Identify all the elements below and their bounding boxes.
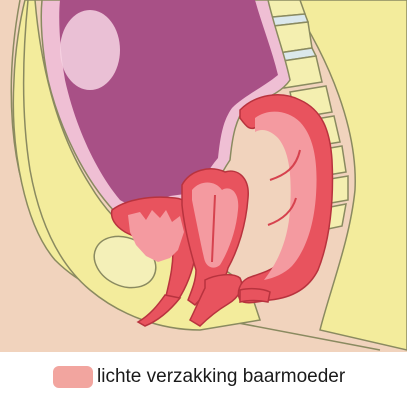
legend-label: lichte verzakking baarmoeder — [97, 366, 345, 388]
anal-canal — [240, 289, 270, 302]
bladder-highlight — [60, 10, 120, 90]
legend-swatch — [53, 366, 93, 388]
legend: lichte verzakking baarmoeder — [53, 364, 345, 390]
